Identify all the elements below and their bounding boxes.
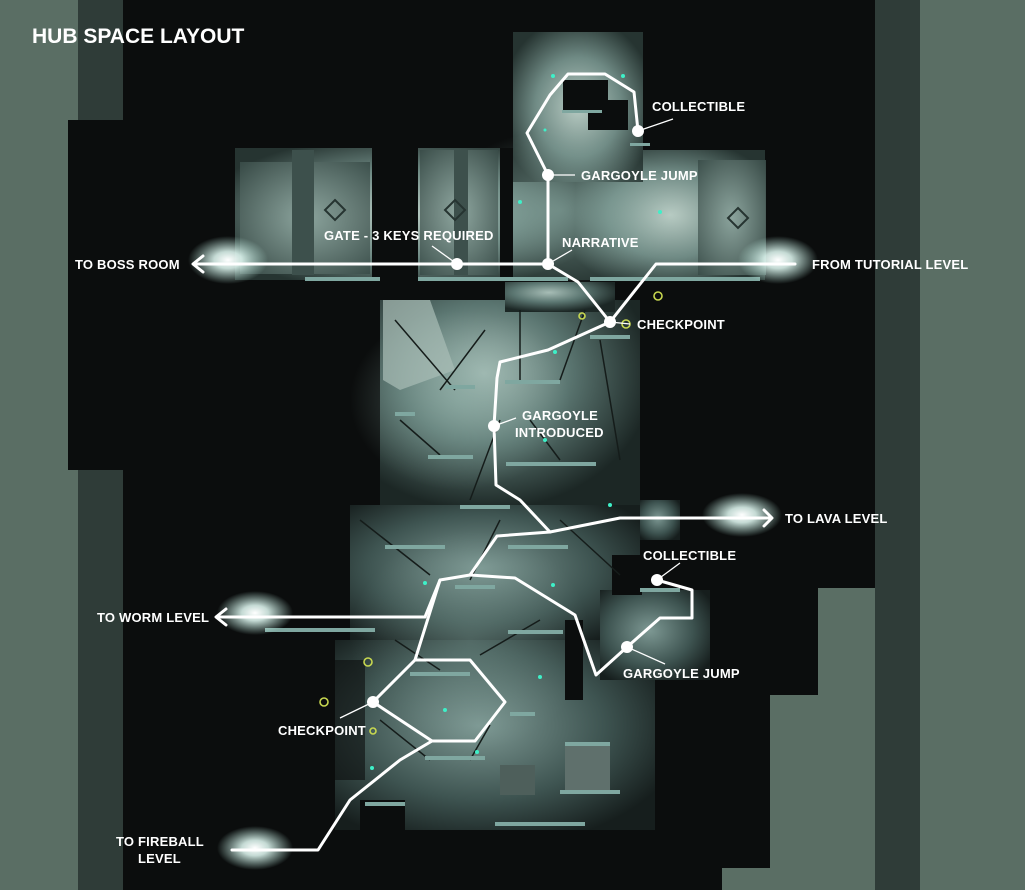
label-from-tutorial: FROM TUTORIAL LEVEL — [812, 257, 968, 272]
label-narrative: NARRATIVE — [562, 235, 639, 250]
label-to-worm: TO WORM LEVEL — [97, 610, 209, 625]
label-collectible-mid: COLLECTIBLE — [643, 548, 736, 563]
label-to-lava: TO LAVA LEVEL — [785, 511, 888, 526]
worm-exit-glow — [217, 591, 293, 635]
label-checkpoint-top: CHECKPOINT — [637, 317, 725, 332]
label-checkpoint-bottom: CHECKPOINT — [278, 723, 366, 738]
label-gargoyle-jump-bottom: GARGOYLE JUMP — [623, 666, 740, 681]
label-gargoyle-jump-top: GARGOYLE JUMP — [581, 168, 698, 183]
label-gate: GATE - 3 KEYS REQUIRED — [324, 228, 494, 243]
label-to-fireball-2: LEVEL — [138, 851, 181, 866]
label-collectible-top: COLLECTIBLE — [652, 99, 745, 114]
label-to-boss-room: TO BOSS ROOM — [75, 257, 180, 272]
label-to-fireball-1: TO FIREBALL — [116, 834, 204, 849]
label-gargoyle-introduced-1: GARGOYLE — [522, 408, 598, 423]
page-title: HUB SPACE LAYOUT — [32, 25, 245, 48]
fireball-exit-glow — [217, 826, 293, 870]
tutorial-entrance-glow — [738, 236, 818, 284]
background-band-right — [875, 0, 920, 890]
label-gargoyle-introduced-2: INTRODUCED — [515, 425, 604, 440]
